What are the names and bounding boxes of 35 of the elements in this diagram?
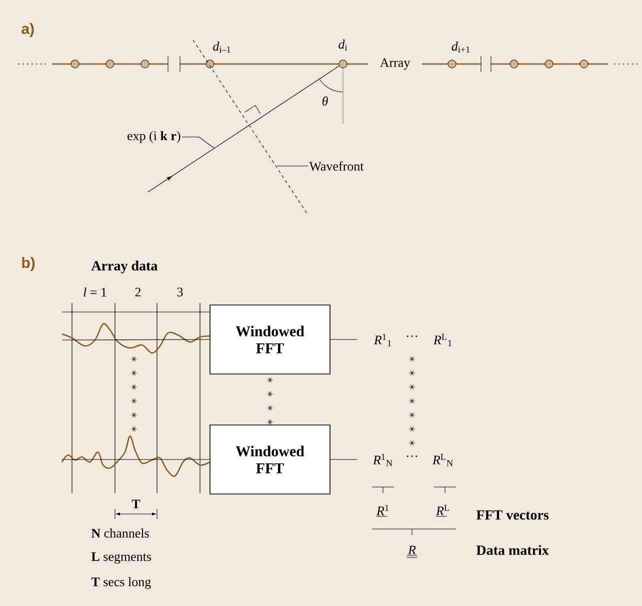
matrix-entry: R$^{L}$1	[433, 334, 452, 346]
matrix-entry: R$^{1}$N	[372, 454, 392, 466]
angle-label: θ	[322, 96, 328, 106]
heading: Array data	[91, 260, 158, 274]
matrix-entry: R$^{L}$N	[432, 454, 453, 466]
output-line	[330, 339, 358, 340]
channel-line	[62, 459, 210, 460]
process-box: Windowed FFT	[210, 424, 330, 494]
segment-label: 2	[135, 288, 141, 296]
sensor-label: d$_{i}$	[338, 40, 348, 50]
caption-text: Data matrix	[476, 545, 549, 555]
caption-text: FFT vectors	[476, 510, 549, 520]
segment-label: l = 1	[84, 288, 106, 297]
panel-letter: b)	[22, 257, 35, 271]
vector-label: R$^{1}$	[376, 504, 388, 516]
process-box: Windowed FFT	[210, 304, 330, 374]
array-label: Array	[380, 58, 410, 70]
vector-label: R$^{L}$	[436, 504, 449, 516]
ellipsis: ···	[406, 335, 418, 338]
ellipsis: ···	[406, 455, 418, 458]
wavefront-label: Wavefront	[309, 161, 364, 171]
sensor-label: d$_{i–1}$	[213, 42, 230, 52]
matrix-entry: R$^{1}$1	[374, 334, 391, 346]
output-line	[330, 459, 358, 460]
period-label: T	[132, 500, 140, 508]
segment-label: 3	[177, 288, 183, 296]
sensor-label: d$_{i+1}$	[452, 42, 470, 52]
leader-line	[182, 136, 214, 148]
panel-letter: a)	[22, 23, 34, 37]
matrix-label: R	[408, 546, 416, 554]
legend-text: L segments	[91, 552, 152, 564]
legend-text: N channels	[91, 528, 149, 538]
wave-label: exp (i k r)	[128, 131, 180, 143]
channel-line	[62, 339, 210, 340]
legend-text: T secs long	[91, 577, 151, 589]
